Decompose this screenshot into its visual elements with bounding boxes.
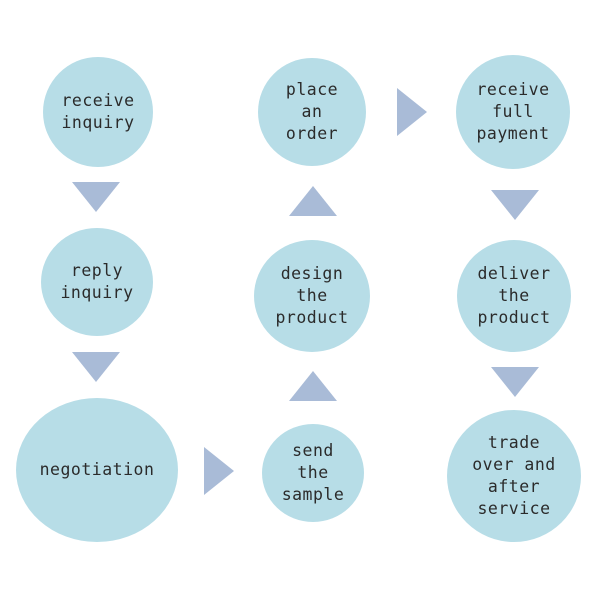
node-reply-inquiry: reply inquiry — [41, 228, 153, 336]
arrow-right-icon — [397, 88, 427, 136]
node-receive-inquiry: receive inquiry — [43, 57, 153, 167]
arrow-down-icon — [72, 182, 120, 212]
arrow-down-icon — [491, 190, 539, 220]
node-label: send the sample — [281, 441, 345, 504]
node-label: reply inquiry — [60, 261, 134, 302]
arrow-up-icon — [289, 371, 337, 401]
node-label: place an order — [285, 80, 339, 143]
arrow-up-icon — [289, 186, 337, 216]
node-trade-over: trade over and after service — [447, 410, 581, 542]
node-label: design the product — [275, 264, 349, 327]
node-label: deliver the product — [477, 264, 551, 327]
node-deliver-product: deliver the product — [457, 240, 571, 352]
arrow-down-icon — [491, 367, 539, 397]
node-label: receive inquiry — [61, 91, 135, 132]
node-negotiation: negotiation — [16, 398, 178, 542]
node-label: receive full payment — [476, 80, 550, 143]
node-label: negotiation — [39, 460, 155, 479]
node-label: trade over and after service — [472, 433, 556, 518]
node-receive-payment: receive full payment — [456, 55, 570, 169]
node-send-sample: send the sample — [262, 424, 364, 522]
node-design-product: design the product — [254, 240, 370, 352]
arrow-down-icon — [72, 352, 120, 382]
node-place-order: place an order — [258, 58, 366, 166]
arrow-right-icon — [204, 447, 234, 495]
